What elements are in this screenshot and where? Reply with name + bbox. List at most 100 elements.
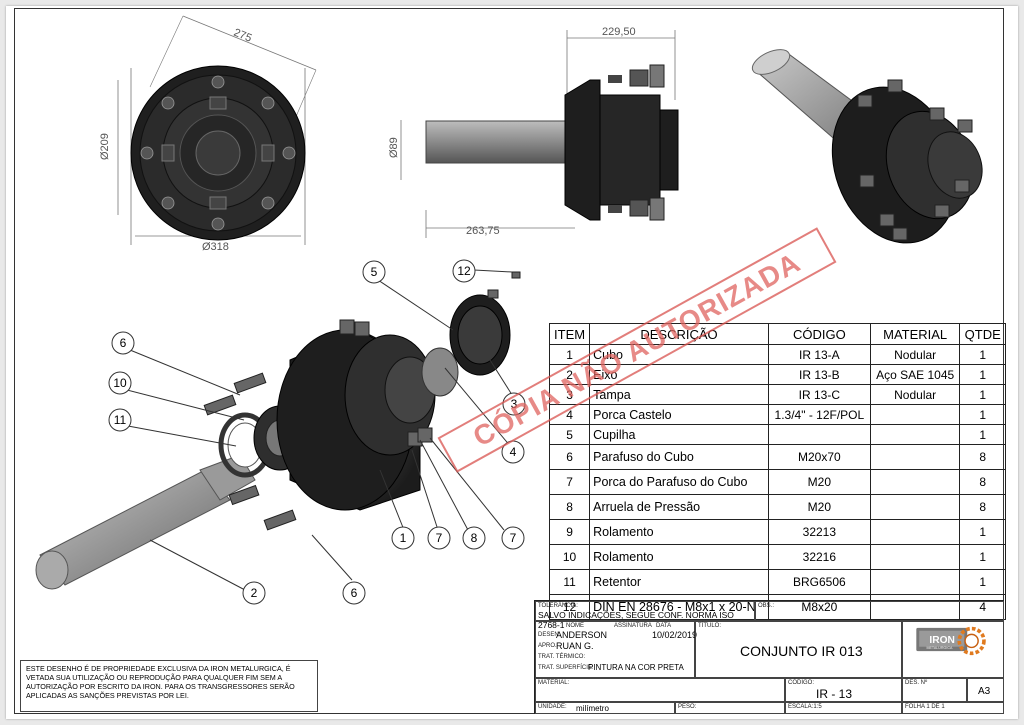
bom-cell-code: IR 13-B [767, 364, 871, 385]
sheet-size-cell: A3 [967, 678, 1004, 702]
obs-cell: OBS.: [755, 601, 1004, 621]
svg-text:6: 6 [120, 336, 127, 350]
material-cell: MATERIAL: [535, 678, 785, 702]
svg-text:6: 6 [351, 586, 358, 600]
weight-cell: PESO: [675, 702, 785, 714]
bom-cell-qty: 8 [959, 494, 1006, 520]
balloon: 12 [452, 259, 476, 283]
bom-cell-code: M8x20 [767, 594, 871, 620]
balloon: 10 [108, 371, 132, 395]
sheet-size: A3 [978, 686, 991, 697]
approved-by: RUAN G. [556, 641, 594, 651]
bom-cell-item: 9 [548, 519, 591, 545]
balloon: 1 [391, 526, 415, 550]
bom-cell-code [767, 424, 871, 445]
exploded-view [35, 271, 521, 590]
bom-cell-desc: Porca Castelo [589, 404, 769, 425]
bom-cell-desc: Rolamento [589, 544, 769, 570]
bom-cell-desc: Tampa [589, 384, 769, 405]
svg-text:10: 10 [113, 376, 127, 390]
bom-cell-desc: Rolamento [589, 519, 769, 545]
bom-cell-qty: 8 [959, 444, 1006, 470]
bom-cell-material [869, 404, 961, 425]
drawing-number-cell: DES. Nº [902, 678, 967, 702]
bom-cell-material [869, 594, 961, 620]
code-cell: CÓDIGO: IR - 13 [785, 678, 902, 702]
bom-cell-qty: 1 [959, 424, 1006, 445]
bom-cell-desc: Porca do Parafuso do Cubo [589, 469, 769, 495]
balloon: 4 [501, 440, 525, 464]
balloon: 2 [242, 581, 266, 605]
bom-cell-material [869, 569, 961, 595]
bom-cell-code: 1.3/4" - 12F/POL [767, 404, 871, 425]
side-view: 229,50 Ø89 263,75 [388, 26, 679, 238]
surface-treatment: PINTURA NA COR PRETA [588, 663, 684, 672]
bom-cell-material [869, 494, 961, 520]
bom-cell-code: M20x70 [767, 444, 871, 470]
balloon: 11 [108, 408, 132, 432]
bom-cell-qty: 4 [959, 594, 1006, 620]
dim-front-height: Ø209 [99, 133, 111, 160]
bom-cell-material: Nodular [869, 384, 961, 405]
title-block: TOLERÂNCIA: SALVO INDICAÇÕES, SEGUE CONF… [534, 600, 1004, 714]
drawing-code: IR - 13 [816, 687, 853, 701]
svg-text:IRON: IRON [929, 635, 954, 646]
dim-side-bottom: 263,75 [466, 225, 500, 237]
leader-lines [126, 269, 515, 591]
sheet-value: FOLHA 1 DE 1 [905, 704, 945, 710]
unit-cell: UNIDADE: milímetro [535, 702, 675, 714]
svg-text:METALURGICA: METALURGICA [927, 646, 953, 650]
scale-value: ESCALA:1:5 [788, 704, 822, 710]
bom-cell-desc: DIN EN 28676 - M8x1 x 20-N [589, 594, 769, 620]
approvals-cell: NOME ASSINATURA DATA DESEN. ANDERSON 10/… [535, 621, 698, 678]
svg-text:2: 2 [251, 586, 258, 600]
bom-cell-item: 8 [548, 494, 591, 520]
bom-cell-qty: 8 [959, 469, 1006, 495]
svg-text:4: 4 [510, 445, 517, 459]
bom-cell-code: M20 [767, 469, 871, 495]
bom-cell-item: 10 [548, 544, 591, 570]
scale-cell: ESCALA:1:5 [785, 702, 902, 714]
dim-side-dia: Ø89 [388, 137, 400, 158]
title-cell: TÍTULO: CONJUNTO IR 013 [695, 621, 902, 678]
bom-cell-qty: 1 [959, 519, 1006, 545]
balloon: 6 [111, 331, 135, 355]
bom-cell-item: 11 [548, 569, 591, 595]
dim-side-top: 229,50 [602, 26, 636, 38]
bom-cell-material [869, 544, 961, 570]
dim-front-width: Ø318 [202, 241, 229, 253]
bom-cell-qty: 1 [959, 404, 1006, 425]
svg-text:8: 8 [471, 531, 478, 545]
ownership-notice: Este desenho é de propriedade exclusiva … [20, 660, 318, 712]
bom-header-qty: QTDE [959, 323, 1006, 345]
balloon: 7 [427, 526, 451, 550]
drawn-date: 10/02/2019 [652, 630, 698, 640]
bom-cell-desc: Cupilha [589, 424, 769, 445]
bom-header-code: CÓDIGO [767, 323, 871, 345]
bom-cell-item: 12 [548, 594, 591, 620]
bom-cell-code: 32216 [767, 544, 871, 570]
bom-cell-desc: Arruela de Pressão [589, 494, 769, 520]
logo-cell: IRON METALURGICA [902, 621, 1004, 678]
item-balloons: 5 12 6 10 11 2 6 1 7 8 7 4 3 [108, 259, 526, 605]
iron-logo: IRON METALURGICA [916, 626, 986, 656]
bom-header-material: MATERIAL [869, 323, 961, 345]
drawing-title: CONJUNTO IR 013 [740, 643, 863, 659]
bom-cell-material [869, 424, 961, 445]
drawn-by: ANDERSON [556, 630, 608, 640]
bom-cell-item: 6 [548, 444, 591, 470]
front-view: 275 Ø209 Ø318 [99, 15, 317, 253]
bom-cell-material [869, 444, 961, 470]
bom-cell-code: 32213 [767, 519, 871, 545]
svg-text:7: 7 [436, 531, 443, 545]
balloon: 7 [501, 526, 525, 550]
